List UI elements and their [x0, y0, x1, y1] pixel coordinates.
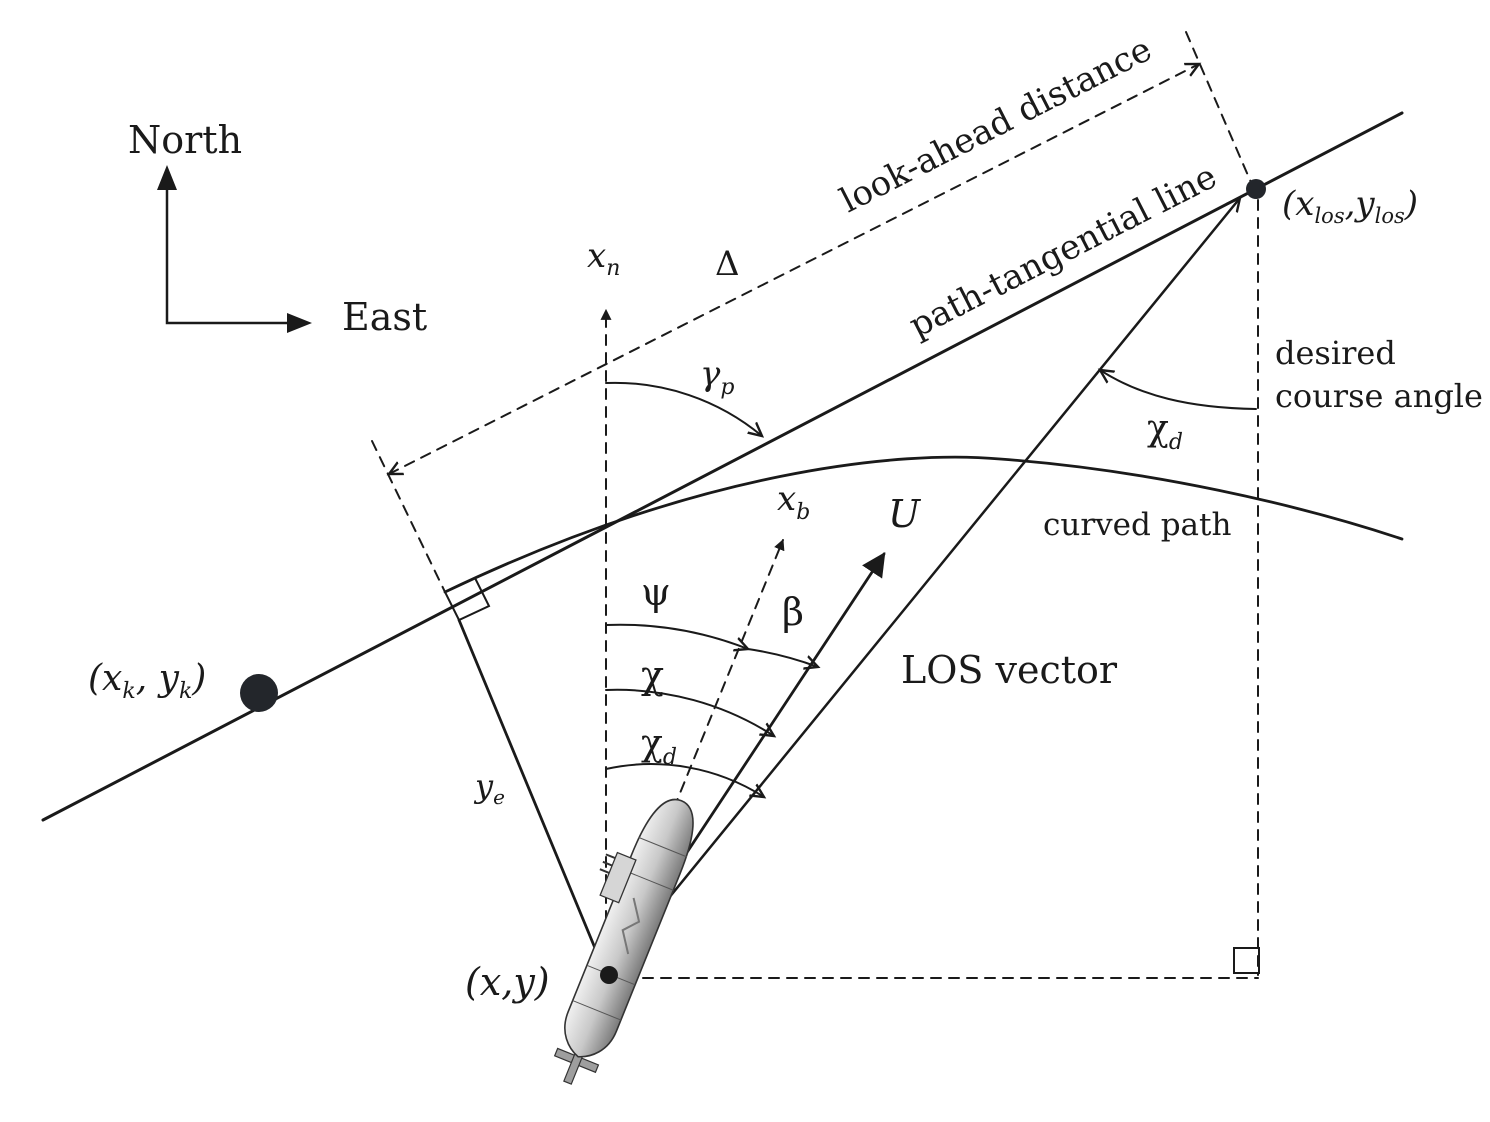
los-point-label: (xlos,ylos)	[1282, 184, 1418, 228]
right-angle-marker-corner	[1233, 947, 1260, 974]
velocity-label: U	[888, 492, 922, 536]
auv-icon	[553, 798, 694, 1085]
compass: North East	[128, 118, 427, 339]
vehicle-position-marker	[600, 966, 618, 984]
gamma-p-arc	[605, 381, 762, 436]
right-angle-marker-path	[443, 576, 491, 622]
los-vector-label: LOS vector	[901, 648, 1118, 692]
curved-path-label: curved path	[1043, 507, 1231, 543]
chi-d-upper-arc	[1100, 370, 1257, 410]
ye-label: ye	[473, 767, 505, 809]
look-ahead-perp-left	[371, 440, 446, 593]
desired-course-label-line2: course angle	[1275, 377, 1483, 415]
los-vector	[604, 198, 1240, 977]
desired-course-label-line1: desired	[1275, 334, 1396, 372]
psi-arc	[605, 623, 748, 649]
east-arrow-icon	[287, 313, 312, 333]
chi-d-lower-arc	[605, 763, 764, 797]
vehicle-position-label: (x,y)	[465, 960, 550, 1004]
look-ahead-distance-arrow	[389, 64, 1199, 474]
north-label: North	[128, 118, 242, 162]
chi-label: χ	[641, 653, 664, 697]
beta-arc	[747, 648, 818, 667]
chi-d-upper-label: χd	[1147, 408, 1183, 455]
north-arrow-icon	[157, 165, 177, 190]
los-point-marker	[1246, 179, 1266, 199]
look-ahead-construction	[371, 31, 1254, 593]
waypoint-k-marker	[240, 674, 278, 712]
compass-axes	[165, 183, 302, 325]
xb-label: xb	[777, 479, 810, 525]
cross-track-error-vector	[457, 618, 604, 967]
psi-label: ψ	[641, 570, 671, 614]
beta-label: β	[782, 590, 804, 634]
waypoint-k-label: (xk, yk)	[88, 658, 206, 704]
xn-label: xn	[587, 236, 620, 281]
delta-label: Δ	[715, 244, 740, 284]
path-tangential-line-label: path-tangential line	[903, 156, 1223, 346]
gamma-p-label: γp	[700, 354, 734, 400]
look-ahead-perp-right	[1185, 31, 1254, 188]
look-ahead-distance-label: look-ahead distance	[834, 29, 1158, 221]
chi-arc	[605, 688, 774, 736]
path-tangential-line	[41, 111, 1404, 822]
chi-d-lower-label: χd	[641, 723, 677, 770]
east-label: East	[342, 295, 427, 339]
